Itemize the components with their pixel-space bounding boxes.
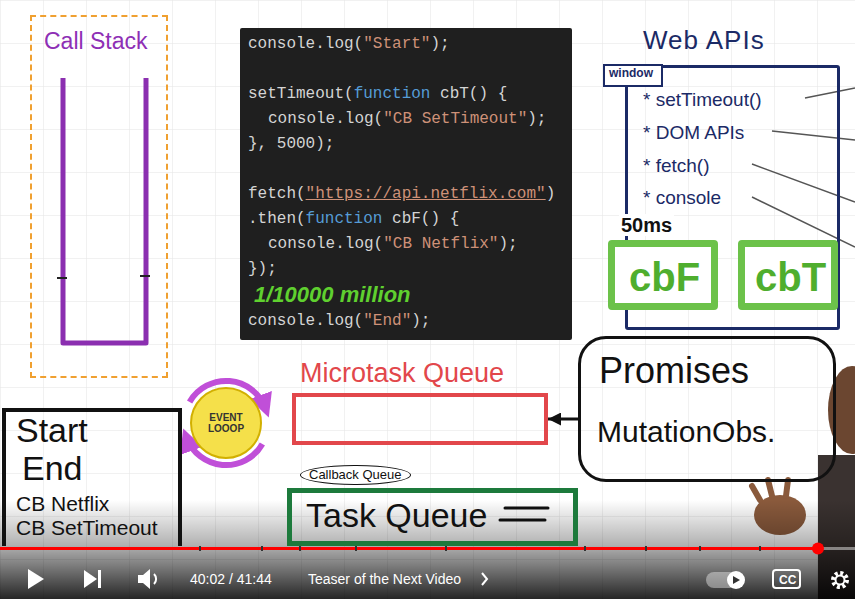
chapter-chevron [482,573,487,585]
api-item: * DOM APIs [643,123,744,144]
code-line: setTimeout(function cbT() { [248,84,507,104]
code-token: cbF() { [382,210,459,228]
code-line: }, 5000); [248,134,334,154]
chapter-gap [200,546,760,551]
task-queue-box: Callback QueueTask Queue [287,488,578,546]
code-token: console.log( [268,235,383,253]
source-item: MutationObs. [597,415,775,448]
code-token: ); [411,312,430,330]
code-token: .then( [248,210,306,228]
microtask-queue-box: Microtask Queue [292,393,548,445]
progress-scrubber [812,543,824,555]
console-line: Start [16,412,88,449]
captions-label: CC [779,573,796,587]
code-token: setTimeout( [248,85,354,103]
code-token: console.log( [248,35,363,53]
api-item: * console [643,188,721,209]
code-token: console.log( [248,312,363,330]
code-token: "End" [363,312,411,330]
code-token: ); [527,110,546,128]
code-line: console.log("CB SetTimeout"); [268,109,546,129]
arrow-connector [548,418,578,421]
code-line: console.log("CB Netflix"); [268,234,518,254]
settings-gear-core [836,576,845,585]
code-token: "CB Netflix" [383,235,498,253]
code-token: ); [498,235,517,253]
code-token: fetch( [248,185,306,203]
console-output-box: StartEnd CB NetflixCB SetTimeout [2,408,182,546]
callback-box: 50mscbF [608,240,718,310]
queue-heading: Microtask Queue [300,359,504,389]
callback-name: cbF [629,255,700,299]
autoplay-play [733,576,740,584]
autoplay-toggle [706,572,744,588]
panel-heading: Web APIs [643,26,765,55]
callback-name: cbT [755,255,826,299]
console-line: CB Netflix [16,492,109,515]
tab-label: window [609,67,653,80]
code-editor: console.log("Start");setTimeout(function… [240,28,572,340]
queue-alias: Callback Queue [300,465,411,485]
code-token: "Start" [363,35,430,53]
code-token: }); [248,260,277,278]
handwritten-note: 1/10000 million [254,283,411,307]
volume-icon [138,569,150,589]
console-line: End [22,450,83,487]
volume-wave [154,574,156,584]
api-item: * setTimeout() [643,90,762,111]
stack-outline [63,78,146,343]
play-icon [28,569,44,589]
video-time: 40:02 / 41:44 [190,571,272,588]
autoplay-knob [727,571,745,589]
presenter-fingers [752,480,788,500]
code-line: .then(function cbF() { [248,209,459,229]
callback-box: cbT [738,240,838,310]
code-line: fetch("https://api.netflix.com") [248,184,555,204]
presenter-head [828,366,855,454]
code-token: ); [430,35,449,53]
code-line: console.log("End"); [248,311,430,331]
source-item: Promises [599,351,749,391]
promises-box: PromisesMutationObs. [578,336,836,482]
code-token: }, 5000); [248,135,334,153]
window-tab: window [603,64,663,87]
event-loop-circle: EVENT LOOOP [190,387,262,459]
chapter-title: Teaser of the Next Video [308,571,461,588]
stack-tick [57,276,150,278]
web-apis-box: Web APIs* setTimeout()* DOM APIs* fetch(… [625,65,840,330]
code-token: "https://api.netflix.com" [306,185,546,203]
settings-gear [833,573,847,587]
console-line: CB SetTimeout [16,516,158,539]
next-icon [84,570,97,588]
progress-played [0,547,818,550]
panel-heading: Call Stack [44,29,148,54]
timer-note: 50ms [619,214,674,236]
code-token: function [354,85,431,103]
code-line: }); [248,259,277,279]
code-token: function [306,210,383,228]
queue-heading: Task Queue [306,497,487,534]
call-stack-panel: Call Stack [30,15,168,378]
code-token: console.log( [268,110,383,128]
api-item: * fetch() [643,156,710,177]
code-token: "CB SetTimeout" [383,110,527,128]
code-line: console.log("Start"); [248,34,450,54]
code-token: cbT() { [430,85,507,103]
captions-button [773,570,800,588]
code-token: ) [546,185,556,203]
event-loop-label: EVENT LOOOP [204,412,248,434]
next-icon-bar [98,570,101,588]
